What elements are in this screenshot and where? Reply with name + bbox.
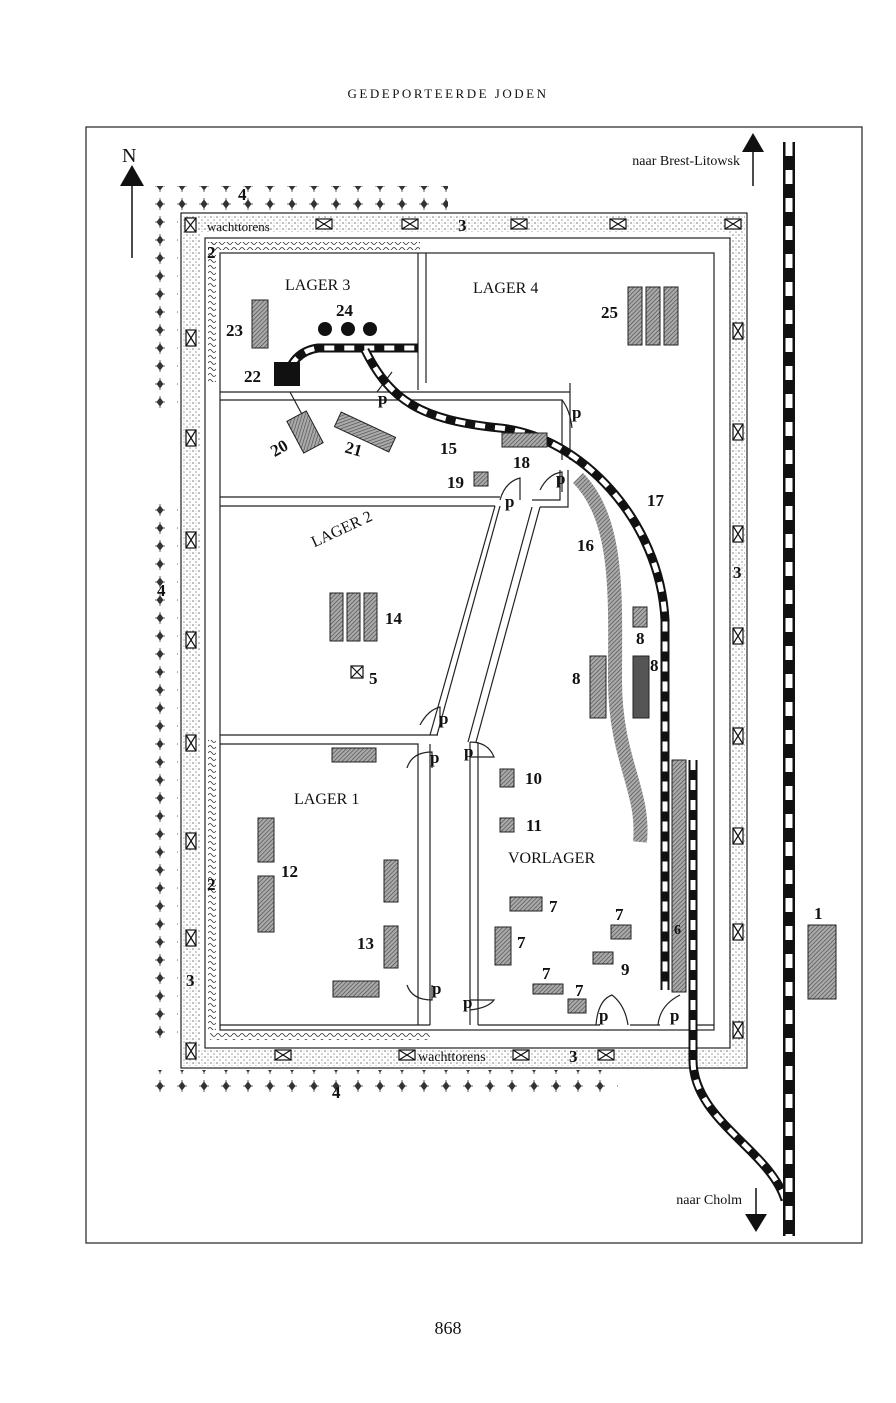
to-south-label: naar Cholm (676, 1193, 742, 1208)
gate-label: p (463, 993, 472, 1012)
watchtowers-label: wachttorens (207, 219, 270, 234)
area-lager-4: LAGER 4 (473, 280, 538, 297)
label-21: 21 (343, 438, 364, 461)
label-22: 22 (244, 367, 261, 386)
label-4: 4 (332, 1083, 341, 1102)
label-2: 2 (207, 875, 216, 894)
label-9: 9 (621, 960, 630, 979)
label-25: 25 (601, 303, 618, 322)
page-header: GEDEPORTEERDE JODEN (347, 86, 549, 101)
label-10: 10 (525, 769, 542, 788)
outer-perimeter (180, 212, 748, 1069)
gate-label: p (464, 742, 473, 761)
label-18: 18 (513, 453, 530, 472)
gate-label: p (572, 403, 581, 422)
label-1: 1 (814, 904, 823, 923)
label-19: 19 (447, 473, 464, 492)
building-22 (274, 362, 300, 386)
label-8: 8 (636, 629, 645, 648)
watchtowers-label: wachttorens (418, 1050, 486, 1065)
gate-label: p (670, 1006, 679, 1025)
label-23: 23 (226, 321, 243, 340)
label-7: 7 (575, 981, 584, 1000)
label-4: 4 (157, 581, 166, 600)
page-number: 868 (434, 1318, 462, 1338)
area-lager-1: LAGER 1 (294, 791, 359, 808)
railway-tracks (280, 142, 795, 1236)
to-north-label: naar Brest-Litowsk (632, 154, 740, 169)
label-7: 7 (615, 905, 624, 924)
label-12: 12 (281, 862, 298, 881)
label-5: 5 (369, 669, 378, 688)
label-11: 11 (526, 816, 542, 835)
label-2: 2 (207, 243, 216, 262)
label-14: 14 (385, 609, 403, 628)
building-23 (251, 299, 269, 349)
label-15: 15 (440, 439, 457, 458)
arrow-up-icon (742, 133, 764, 186)
label-20: 20 (267, 436, 291, 461)
label-16: 16 (577, 536, 594, 555)
label-7: 7 (549, 897, 558, 916)
watchtower-icons (184, 217, 744, 1061)
gate-label: p (505, 492, 514, 511)
map-frame (85, 126, 863, 1244)
buildings (251, 286, 837, 1014)
label-3: 3 (458, 216, 467, 235)
label-3: 3 (186, 971, 195, 990)
area-lager-2: LAGER 2 (309, 508, 375, 551)
label-24: 24 (336, 301, 354, 320)
gate-label: p (432, 979, 441, 998)
label-4: 4 (238, 185, 247, 204)
sand-path (572, 473, 648, 843)
label-3: 3 (733, 563, 742, 582)
gate-label: p (439, 709, 448, 728)
forest-belt (148, 186, 618, 1098)
gate-label: p (430, 748, 439, 767)
label-3: 3 (569, 1047, 578, 1066)
label-7: 7 (542, 964, 551, 983)
gate-label: p (599, 1006, 608, 1025)
gate-label: p (378, 389, 387, 408)
label-13: 13 (357, 934, 374, 953)
label-6: 6 (674, 923, 681, 938)
north-label: N (122, 145, 136, 167)
moat (208, 242, 430, 1040)
area-lager-3: LAGER 3 (285, 277, 350, 294)
gate-label: p (556, 469, 565, 488)
arrow-down-icon (745, 1188, 767, 1232)
area-vorlager: VORLAGER (508, 850, 595, 867)
label-8: 8 (650, 656, 659, 675)
gas-chamber-24 (318, 322, 332, 336)
label-8: 8 (572, 669, 581, 688)
north-arrow-icon (120, 165, 144, 258)
label-7: 7 (517, 933, 526, 952)
label-17: 17 (647, 491, 665, 510)
